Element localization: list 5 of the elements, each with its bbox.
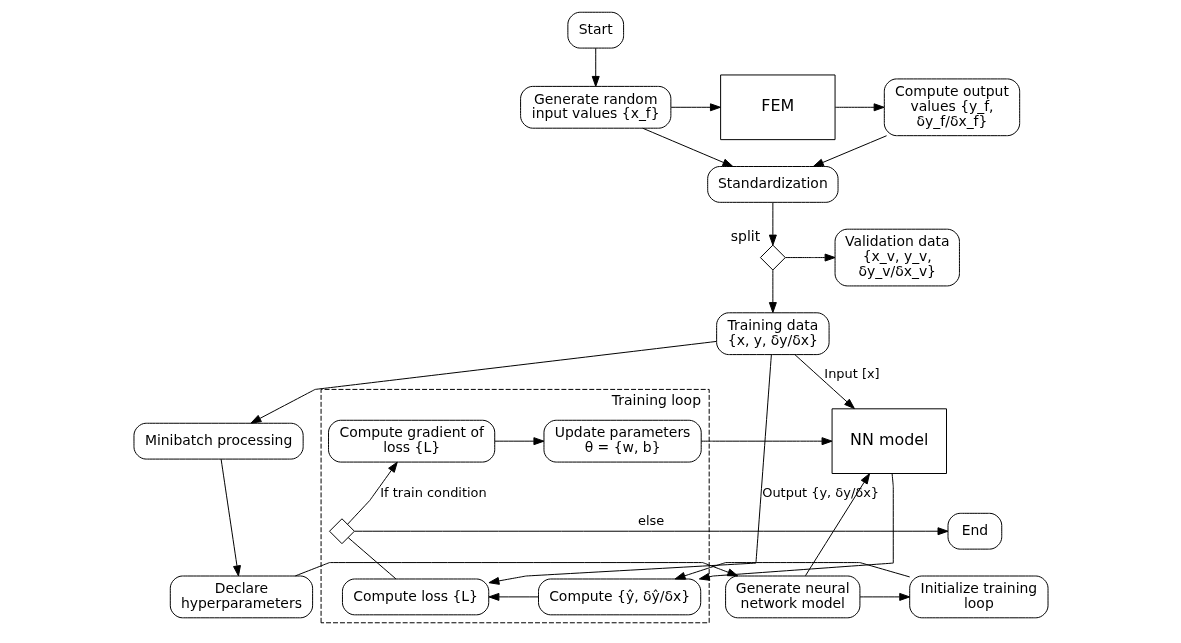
node-label: split [730,228,760,245]
edge-label: else [637,512,664,528]
edge-label: If train condition [379,484,487,500]
edge-label: Input [x] [823,365,880,381]
edge-label: Output {y, δy/δx} [761,484,879,500]
